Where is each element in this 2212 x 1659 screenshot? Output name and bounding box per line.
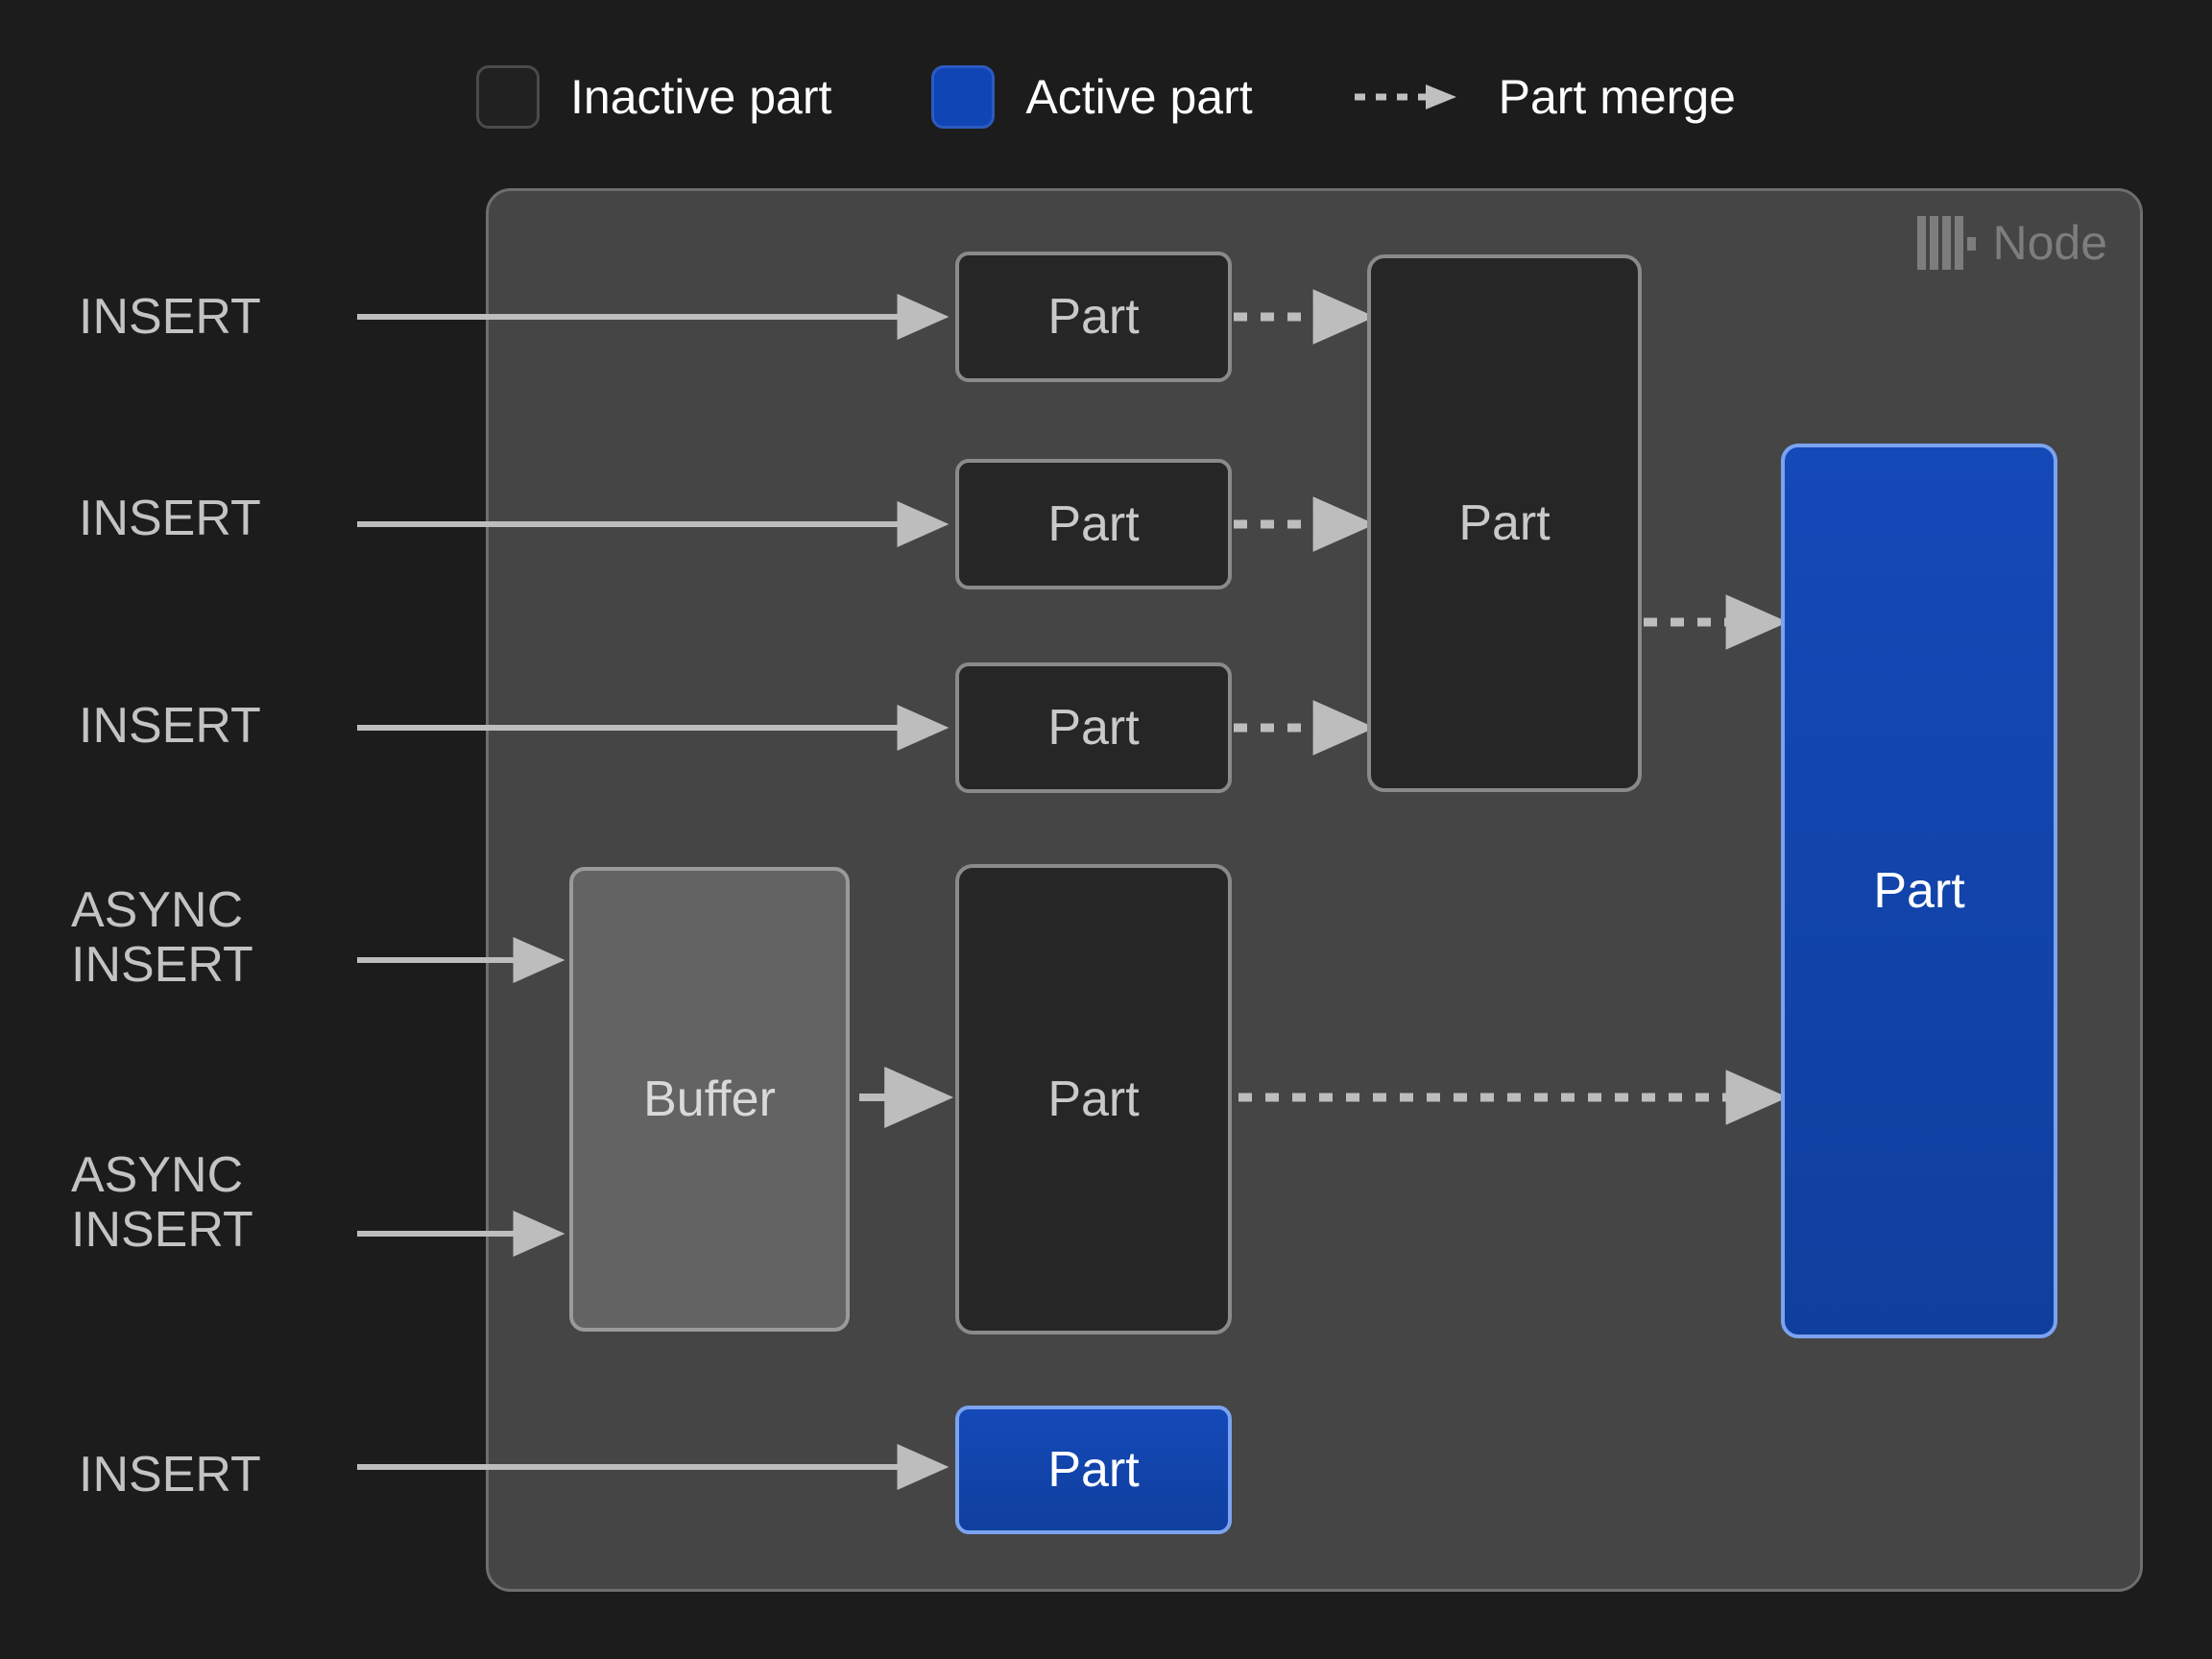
part-box-row-2-label: Part — [1047, 496, 1140, 552]
legend-label-inactive-part: Inactive part — [570, 70, 832, 124]
part-box-bottom-active-label: Part — [1047, 1442, 1140, 1498]
part-box-final-active-label: Part — [1873, 863, 1965, 919]
part-box-async-label: Part — [1047, 1071, 1140, 1127]
part-box-row-1-label: Part — [1047, 289, 1140, 345]
legend-item-part-merge: Part merge — [1353, 73, 1736, 121]
node-tag: Node — [1917, 216, 2107, 270]
part-box-bottom-active[interactable]: Part — [955, 1406, 1232, 1534]
legend: Inactive part Active part Part merge — [0, 54, 2212, 140]
dashed-arrow-icon — [1354, 84, 1456, 109]
legend-item-active-part: Active part — [931, 65, 1253, 129]
buffer-box[interactable]: Buffer — [569, 867, 850, 1332]
source-label-insert-1: INSERT — [79, 289, 261, 345]
source-label-insert-4: INSERT — [79, 1447, 261, 1503]
part-box-row-3-label: Part — [1047, 700, 1140, 756]
part-box-row-1[interactable]: Part — [955, 252, 1232, 382]
part-box-row-2[interactable]: Part — [955, 459, 1232, 589]
node-label: Node — [1992, 216, 2107, 270]
clickhouse-bars-icon — [1917, 216, 1977, 270]
source-label-async-insert-2: ASYNC INSERT — [71, 1147, 253, 1259]
legend-label-part-merge: Part merge — [1498, 70, 1736, 124]
part-box-async[interactable]: Part — [955, 864, 1232, 1334]
part-box-final-active[interactable]: Part — [1781, 444, 2057, 1338]
part-box-row-3[interactable]: Part — [955, 662, 1232, 793]
active-part-swatch-icon — [931, 65, 996, 129]
part-box-merged-label: Part — [1458, 495, 1551, 551]
part-box-merged[interactable]: Part — [1367, 254, 1642, 792]
buffer-box-label: Buffer — [643, 1071, 776, 1127]
inactive-part-swatch-icon — [476, 65, 541, 129]
legend-label-active-part: Active part — [1025, 70, 1253, 124]
source-label-async-insert-1: ASYNC INSERT — [71, 882, 253, 994]
source-label-insert-2: INSERT — [79, 491, 261, 546]
source-label-insert-3: INSERT — [79, 698, 261, 754]
legend-item-inactive-part: Inactive part — [476, 65, 831, 129]
